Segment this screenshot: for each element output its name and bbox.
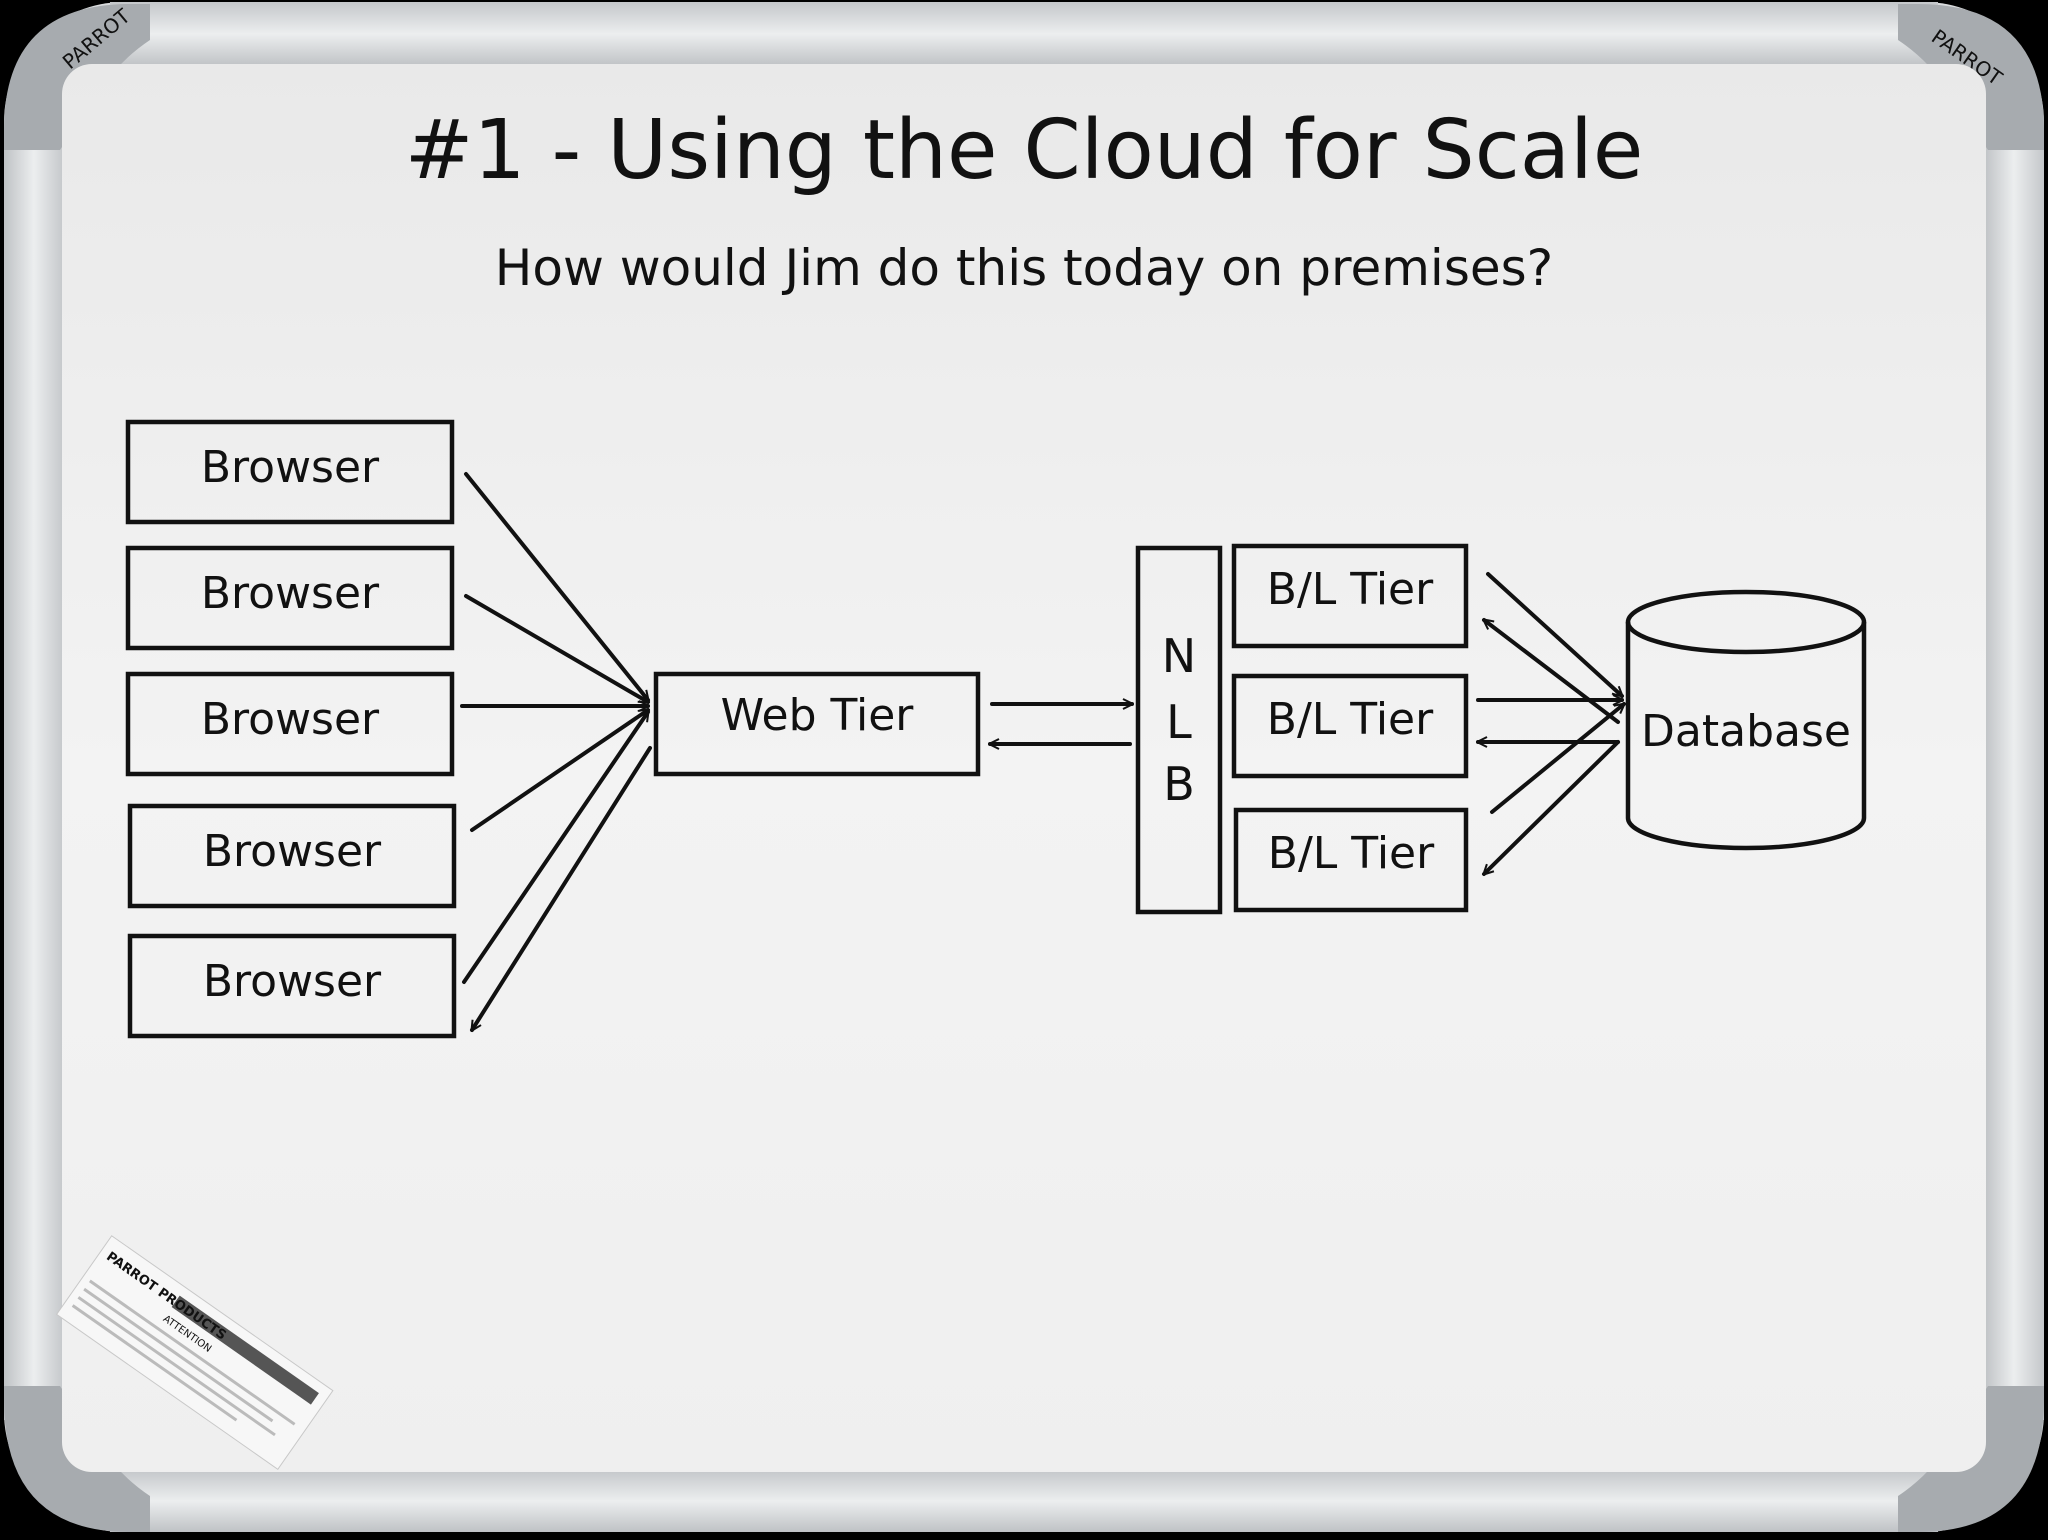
browser-box-2: Browser: [125, 545, 455, 651]
browser-box-3: Browser: [125, 671, 455, 777]
bl-tier-box-1: B/L Tier: [1231, 543, 1469, 649]
bl-tier-box-3: B/L Tier: [1233, 807, 1469, 913]
browser-box-4: Browser: [127, 803, 457, 909]
web-nlb-arrows: [988, 704, 1134, 744]
browser-label: Browser: [201, 442, 380, 493]
page-subtitle: How would Jim do this today on premises?: [495, 239, 1553, 297]
browser-box-5: Browser: [127, 933, 457, 1039]
browser-to-web-arrows: [460, 472, 652, 1030]
bl-tier-label: B/L Tier: [1267, 564, 1434, 615]
browser-label: Browser: [203, 956, 382, 1007]
bl-tier-box-2: B/L Tier: [1231, 673, 1469, 779]
browser-box-1: Browser: [125, 419, 455, 525]
database-label: Database: [1641, 706, 1851, 757]
browser-label: Browser: [203, 826, 382, 877]
nlb-letter: L: [1166, 695, 1192, 749]
bl-tier-label: B/L Tier: [1267, 694, 1434, 745]
manufacturer-sticker: PARROT PRODUCTS ATTENTION: [55, 1235, 334, 1470]
writing-surface: [62, 64, 1986, 1472]
nlb-letter: B: [1163, 757, 1195, 811]
web-tier-box: Web Tier: [653, 671, 981, 777]
browser-label: Browser: [201, 694, 380, 745]
bl-tier-label: B/L Tier: [1268, 828, 1435, 879]
browser-label: Browser: [201, 568, 380, 619]
web-tier-label: Web Tier: [721, 690, 915, 741]
database-cylinder: Database: [1625, 589, 1867, 851]
bl-db-arrows: [1476, 572, 1624, 874]
nlb-letter: N: [1162, 629, 1196, 683]
nlb-box: N L B: [1135, 545, 1223, 915]
page-title: #1 - Using the Cloud for Scale: [405, 103, 1644, 198]
